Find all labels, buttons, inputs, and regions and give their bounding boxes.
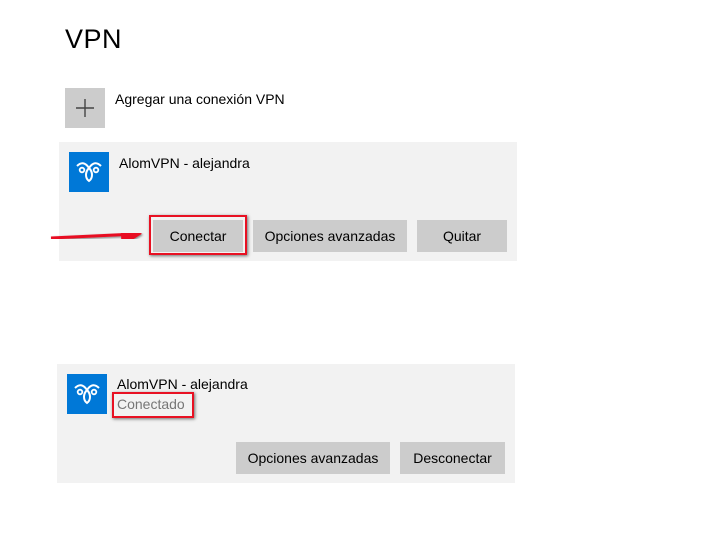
advanced-options-button[interactable]: Opciones avanzadas [236,442,390,474]
right-arrow [50,222,142,247]
connection-name: AlomVPN - alejandra [119,155,250,171]
connection-status: Conectado [117,396,185,412]
add-connection-label[interactable]: Agregar una conexión VPN [115,91,285,107]
plus-icon [76,99,94,117]
vpn-logo-icon [69,152,109,192]
status-highlight [112,392,194,418]
add-connection-button[interactable] [65,88,105,128]
disconnect-button[interactable]: Desconectar [400,442,505,474]
remove-button[interactable]: Quitar [417,220,507,252]
connect-button[interactable]: Conectar [153,220,243,252]
vpn-connection-card-disconnected[interactable]: AlomVPN - alejandra Conectar Opciones av… [59,142,517,261]
connection-name: AlomVPN - alejandra [117,376,248,392]
add-vpn-connection[interactable]: Agregar una conexión VPN [65,88,365,128]
advanced-options-button[interactable]: Opciones avanzadas [253,220,407,252]
vpn-logo-icon [67,374,107,414]
vpn-connection-card-connected[interactable]: AlomVPN - alejandra Conectado Opciones a… [57,364,515,483]
connect-button-highlight [149,215,247,255]
page-title: VPN [65,24,123,54]
